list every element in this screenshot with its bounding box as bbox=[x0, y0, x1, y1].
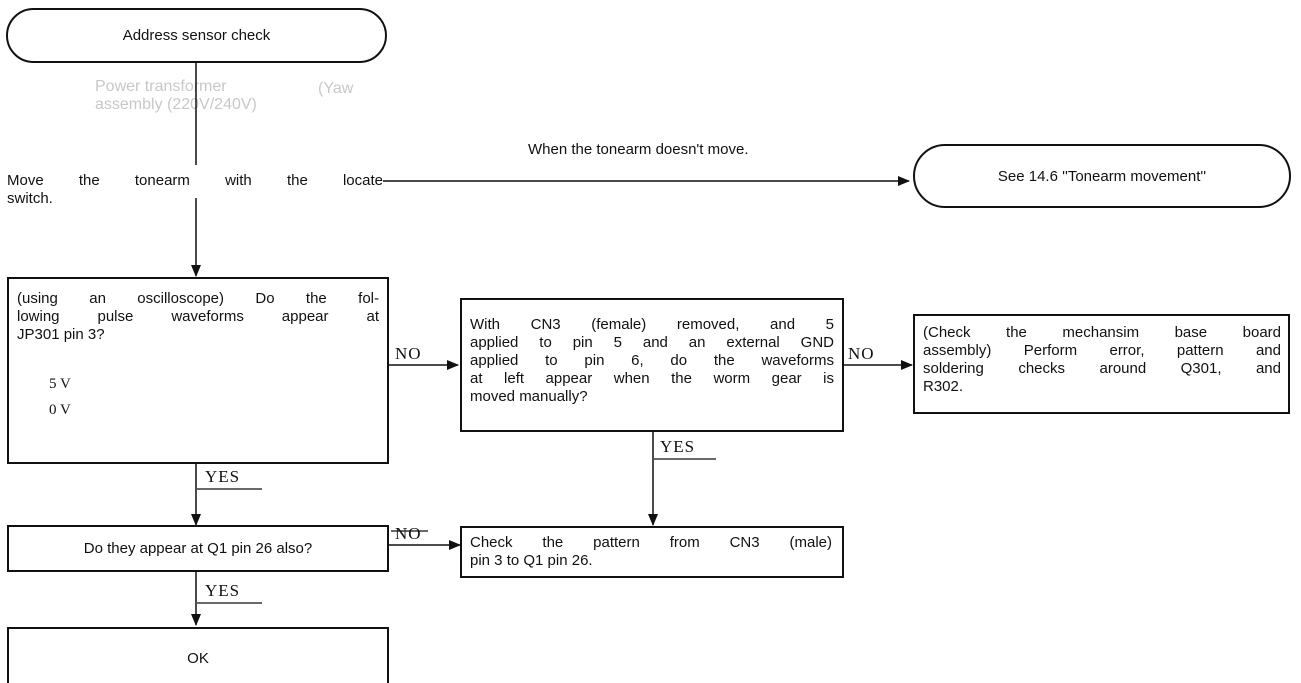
bleed-through-text-2: (Yaw bbox=[318, 80, 353, 98]
cn3-check-line-5: moved manually? bbox=[470, 388, 588, 405]
level-5v-label: 5 V bbox=[49, 376, 71, 392]
pulse-check-line-2: lowing pulse waveforms appear at bbox=[17, 308, 379, 325]
no-label-cn3: NO bbox=[848, 344, 875, 363]
bleed-through-text: Power transformer assembly (220V/240V) bbox=[95, 78, 257, 114]
yes-label-cn3: YES bbox=[660, 437, 696, 456]
cn3-check-box: With CN3 (female) removed, and 5 applied… bbox=[460, 298, 844, 432]
move-step-text: Move the tonearm with the locate switch. bbox=[7, 172, 383, 208]
tonearm-movement-label: See 14.6 ''Tonearm movement'' bbox=[997, 167, 1207, 185]
pulse-check-line-1: (using an oscilloscope) Do the fol- bbox=[17, 290, 379, 307]
ok-label: OK bbox=[187, 649, 209, 667]
mechanism-check-line-2: assembly) Perform error, pattern and bbox=[923, 342, 1281, 359]
yes-label-pulse: YES bbox=[205, 467, 241, 486]
yes-label-q1: YES bbox=[205, 581, 241, 600]
cn3-check-line-4: at left appear when the worm gear is bbox=[470, 370, 834, 387]
bleed-line-1: Power transformer bbox=[95, 78, 227, 95]
mechanism-check-text: (Check the mechansim base board assembly… bbox=[923, 324, 1281, 396]
level-0v-label: 0 V bbox=[49, 402, 71, 418]
pattern-check-box: Check the pattern from CN3 (male) pin 3 … bbox=[460, 526, 844, 578]
cn3-check-line-3: applied to pin 6, do the waveforms bbox=[470, 352, 834, 369]
pulse-check-line-3: JP301 pin 3? bbox=[17, 326, 105, 343]
mechanism-check-line-4: R302. bbox=[923, 378, 964, 395]
pattern-check-line-1: Check the pattern from CN3 (male) bbox=[470, 534, 832, 551]
cn3-check-text: With CN3 (female) removed, and 5 applied… bbox=[470, 316, 834, 406]
mechanism-check-box: (Check the mechansim base board assembly… bbox=[913, 314, 1290, 414]
move-step-line-2: switch. bbox=[7, 190, 53, 207]
cn3-check-line-1: With CN3 (female) removed, and 5 bbox=[470, 316, 834, 333]
tonearm-movement-terminal: See 14.6 ''Tonearm movement'' bbox=[913, 144, 1291, 208]
start-terminal: Address sensor check bbox=[6, 8, 387, 63]
move-step-line-1: Move the tonearm with the locate bbox=[7, 172, 383, 189]
ok-end-box: OK bbox=[7, 627, 389, 683]
bleed-line-2: assembly (220V/240V) bbox=[95, 96, 257, 113]
no-label-pulse: NO bbox=[395, 344, 422, 363]
pattern-check-line-2: pin 3 to Q1 pin 26. bbox=[470, 552, 593, 569]
cn3-check-line-2: applied to pin 5 and an external GND bbox=[470, 334, 834, 351]
q1-check-label: Do they appear at Q1 pin 26 also? bbox=[83, 540, 313, 557]
no-label-q1: NO bbox=[395, 524, 422, 543]
mechanism-check-line-1: (Check the mechansim base board bbox=[923, 324, 1281, 341]
pulse-check-box: (using an oscilloscope) Do the fol- lowi… bbox=[7, 277, 389, 464]
start-label: Address sensor check bbox=[122, 27, 271, 44]
pattern-check-text: Check the pattern from CN3 (male) pin 3 … bbox=[470, 534, 832, 570]
bleed-line-3: (Yaw bbox=[318, 80, 354, 97]
no-move-condition-label: When the tonearm doesn't move. bbox=[528, 141, 749, 158]
pulse-check-text: (using an oscilloscope) Do the fol- lowi… bbox=[17, 290, 379, 344]
q1-check-box: Do they appear at Q1 pin 26 also? bbox=[7, 525, 389, 572]
mechanism-check-line-3: soldering checks around Q301, and bbox=[923, 360, 1281, 377]
no-move-condition: When the tonearm doesn't move. bbox=[528, 141, 748, 159]
